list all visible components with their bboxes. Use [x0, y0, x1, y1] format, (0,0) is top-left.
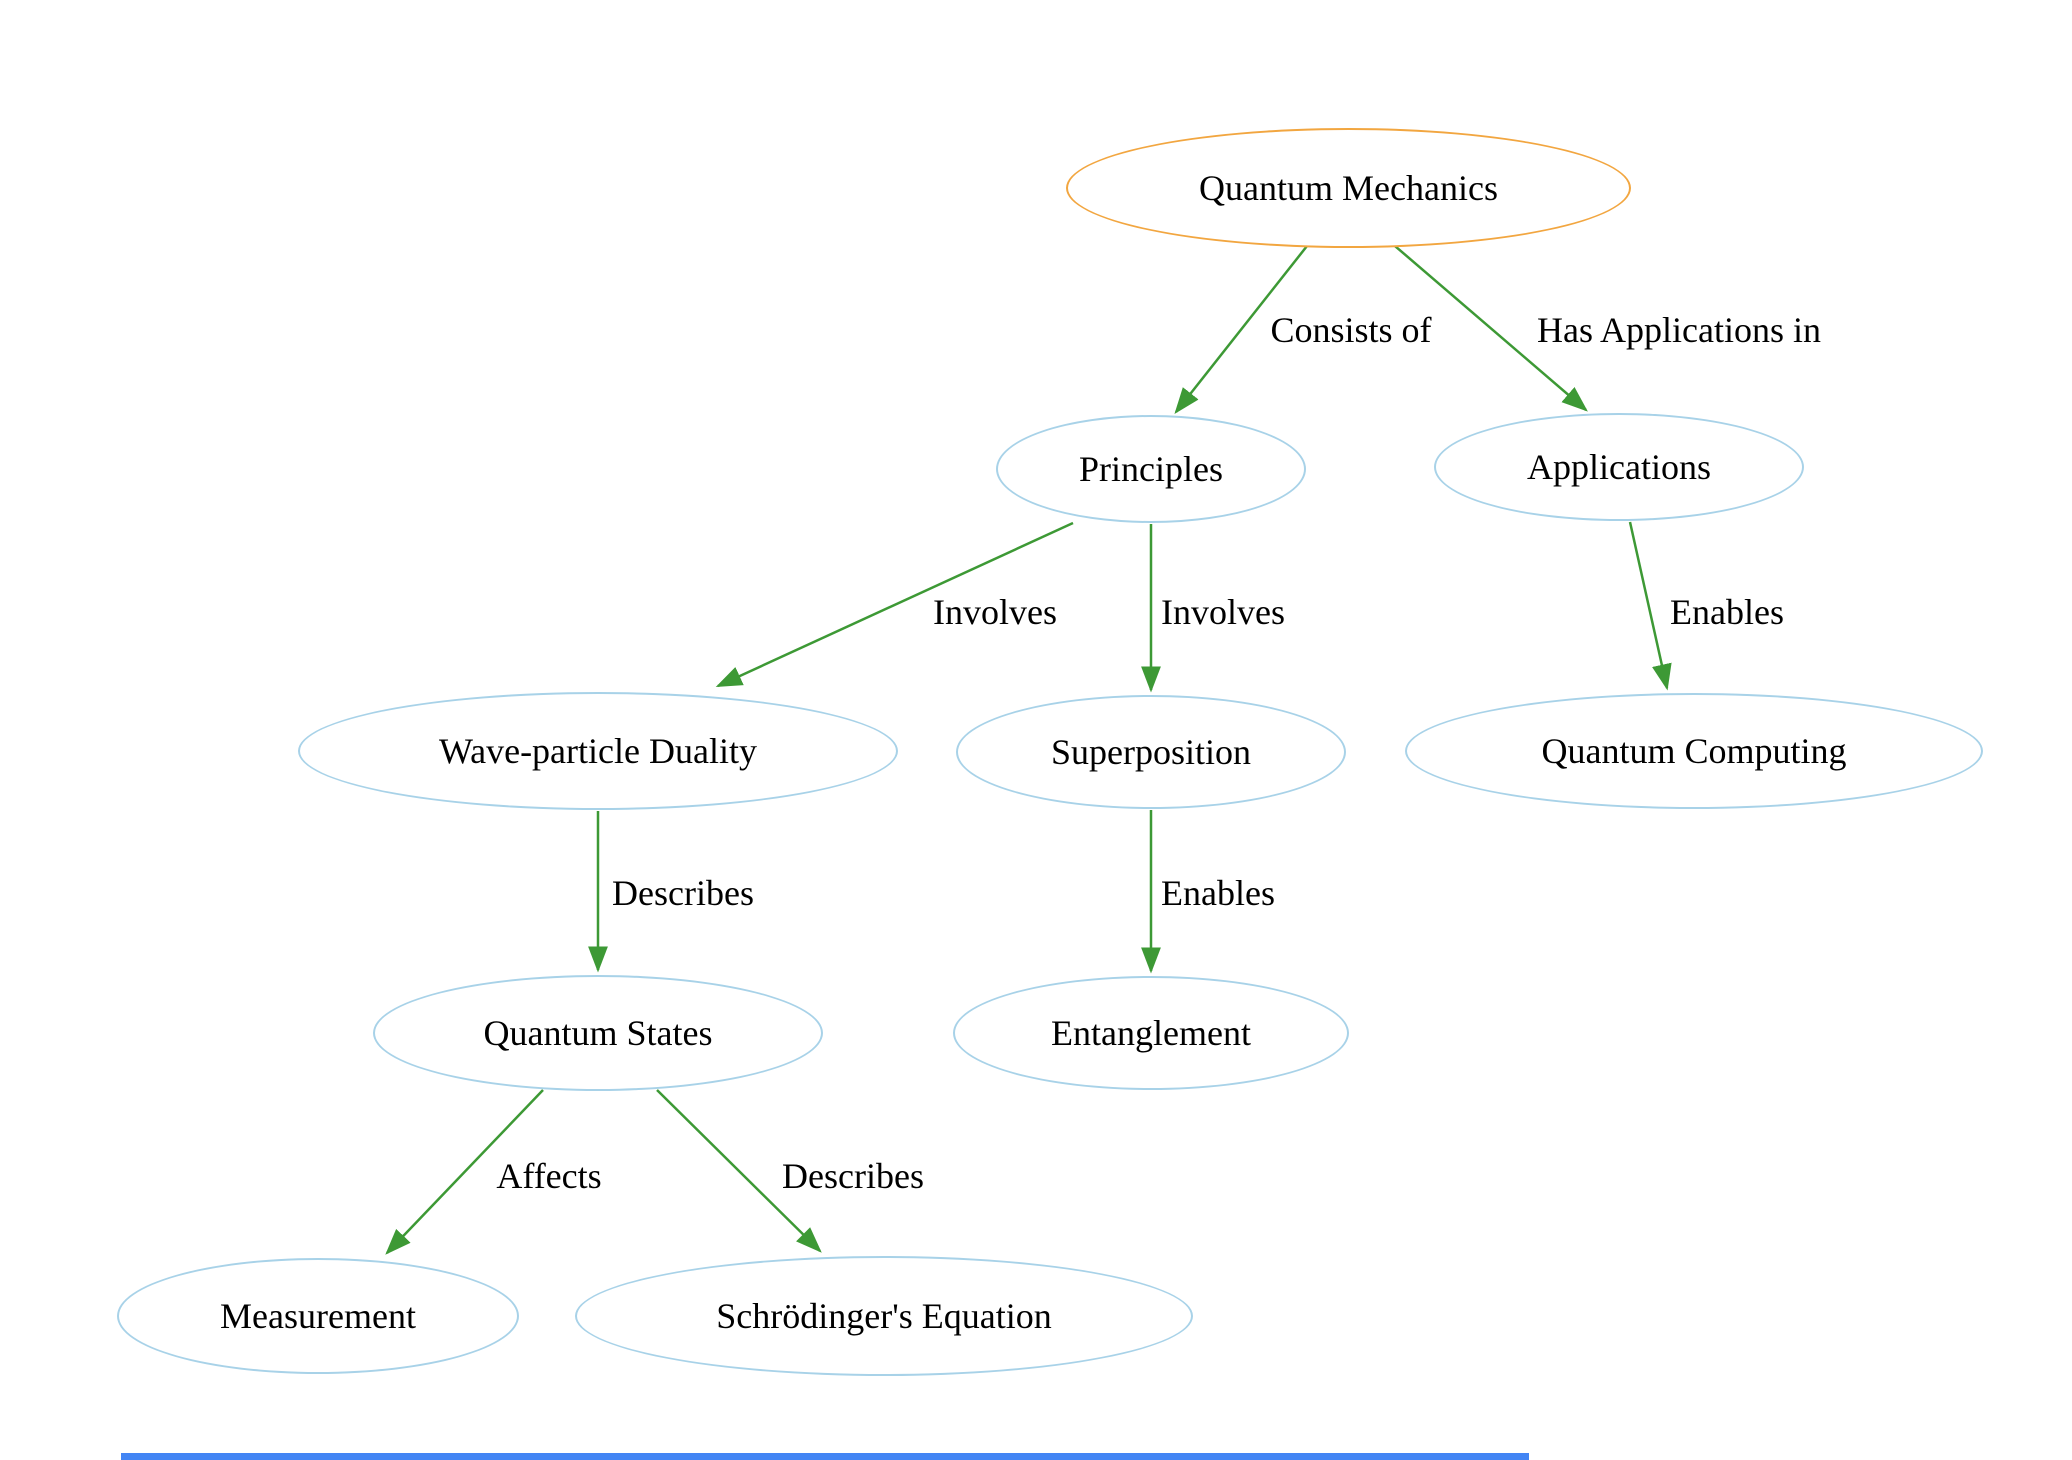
edge-arrow-quantum-states-measurement [385, 1089, 544, 1255]
edge-arrow-principles-wave-particle-duality [715, 521, 1074, 688]
edge-arrow-quantum-states-schrodingers-equation [656, 1089, 822, 1253]
edge-label-involves-left: Involves [933, 592, 1057, 632]
node-entanglement: Entanglement [953, 976, 1349, 1090]
node-schrodingers-equation: Schrödinger's Equation [575, 1256, 1193, 1376]
node-applications: Applications [1434, 413, 1804, 521]
edge-label-enables-superposition: Enables [1161, 873, 1275, 913]
edge-label-involves-right: Involves [1161, 592, 1285, 632]
edge-label-affects: Affects [496, 1156, 602, 1196]
node-wave-particle-duality: Wave-particle Duality [298, 692, 898, 810]
node-measurement: Measurement [117, 1258, 519, 1374]
edge-label-enables-applications: Enables [1670, 592, 1784, 632]
edge-label-has-applications-in: Has Applications in [1537, 310, 1821, 350]
node-quantum-states: Quantum States [373, 975, 823, 1091]
node-quantum-computing: Quantum Computing [1405, 693, 1983, 809]
edge-label-describes-duality: Describes [612, 873, 754, 913]
node-superposition: Superposition [956, 695, 1346, 809]
edge-label-consists-of: Consists of [1270, 310, 1432, 350]
edge-arrow-qm-principles [1174, 245, 1308, 414]
horizontal-scrollbar-thumb[interactable] [121, 1453, 1529, 1460]
node-quantum-mechanics: Quantum Mechanics [1066, 128, 1631, 248]
node-principles: Principles [996, 415, 1306, 523]
edge-label-describes-states: Describes [782, 1156, 924, 1196]
edge-arrow-applications-quantum-computing [1628, 521, 1672, 691]
edge-arrow-qm-applications [1394, 245, 1588, 412]
